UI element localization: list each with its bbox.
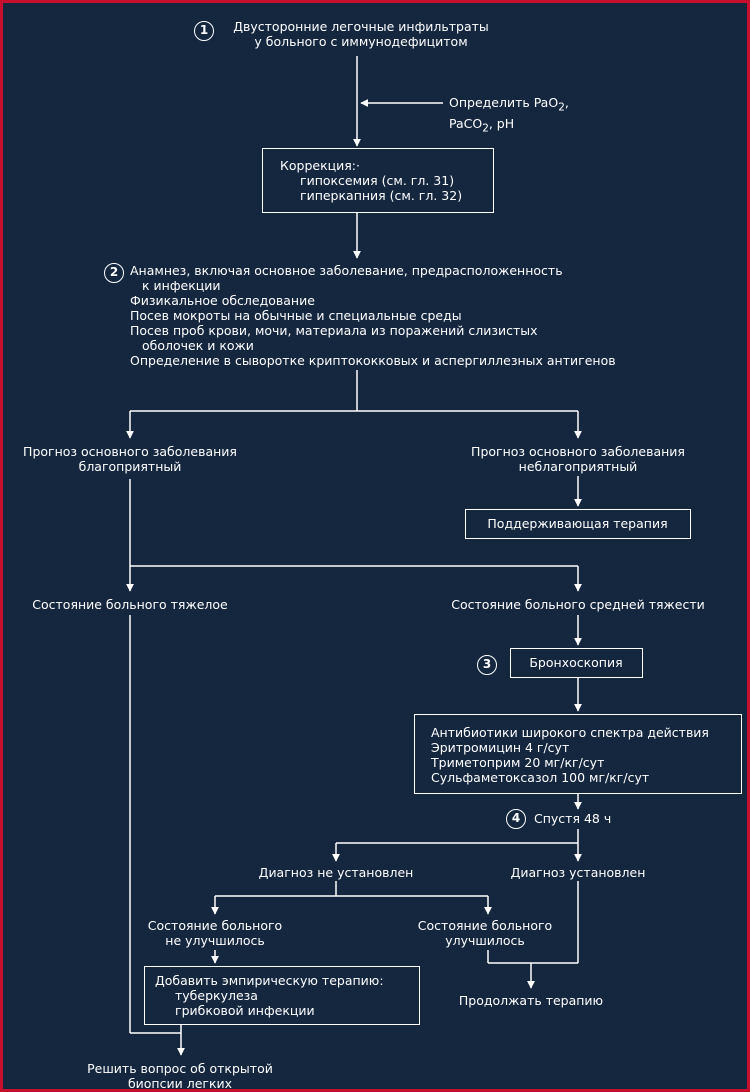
prognosis-favorable-line-2: благоприятный (78, 459, 182, 474)
blood-gas-ph: , pH (488, 115, 515, 131)
not-improved-line-2: не улучшилось (165, 933, 265, 948)
blood-gas-node: Определить PaO2, PaCO2, pH (449, 95, 569, 136)
start-line-1: Двусторонние легочные инфильтраты (233, 19, 489, 34)
workup-line-4: Посев мокроты на обычные и специальные с… (130, 308, 462, 323)
prognosis-favorable-line-1: Прогноз основного заболевания (23, 444, 237, 459)
prognosis-unfavorable-line-1: Прогноз основного заболевания (471, 444, 685, 459)
antibiotics-title: Антибиотики широкого спектра действия (431, 725, 709, 740)
blood-gas-line-2: PaCO2, pH (449, 116, 569, 137)
flowchart-connectors (126, 56, 582, 1056)
continue-therapy-node: Продолжать терапию (458, 993, 604, 1008)
start-node: Двусторонние легочные инфильтраты у боль… (216, 19, 506, 49)
after-48h-node: Спустя 48 ч (534, 811, 612, 826)
bronchoscopy-label: Бронхоскопия (529, 655, 623, 670)
prognosis-favorable-node: Прогноз основного заболевания благоприят… (3, 444, 257, 474)
step-2-badge: 2 (104, 263, 124, 283)
workup-line-6: оболочек и кожи (142, 338, 254, 353)
diagnosis-established-node: Диагноз установлен (510, 865, 646, 880)
flowchart-canvas: 1 Двусторонние легочные инфильтраты у бо… (3, 3, 747, 1089)
workup-line-7: Определение в сыворотке криптококковых и… (130, 353, 616, 368)
blood-gas-comma: , (564, 95, 569, 110)
step-4-badge: 4 (506, 809, 526, 829)
supportive-therapy-box: Поддерживающая терапия (465, 509, 691, 539)
diagnosis-not-established-node: Диагноз не установлен (258, 865, 414, 880)
antibiotics-sulfamethoxazole: Сульфаметоксазол 100 мг/кг/сут (431, 770, 650, 785)
prognosis-unfavorable-line-2: неблагоприятный (518, 459, 638, 474)
antibiotics-trimethoprim: Триметоприм 20 мг/кг/сут (431, 755, 605, 770)
empiric-therapy-tuberculosis: туберкулеза (175, 988, 258, 1003)
supportive-therapy-label: Поддерживающая терапия (487, 516, 668, 531)
bronchoscopy-box: Бронхоскопия (510, 648, 643, 678)
empiric-therapy-fungal: грибковой инфекции (175, 1003, 315, 1018)
severe-condition-node: Состояние больного тяжелое (32, 597, 228, 612)
workup-line-5: Посев проб крови, мочи, материала из пор… (130, 323, 538, 338)
workup-line-1: Анамнез, включая основное заболевание, п… (130, 263, 563, 278)
blood-gas-pao: Определить PaO (449, 95, 559, 110)
correction-box: Коррекция:· гипоксемия (см. гл. 31) гипе… (262, 148, 494, 213)
start-line-2: у больного с иммунодефицитом (254, 34, 468, 49)
not-improved-node: Состояние больного не улучшилось (135, 918, 295, 948)
correction-title: Коррекция:· (280, 158, 360, 173)
blood-gas-line-1: Определить PaO2, (449, 95, 569, 116)
improved-line-2: улучшилось (445, 933, 525, 948)
not-improved-line-1: Состояние больного (147, 918, 283, 933)
biopsy-line-2: биопсии легких (127, 1076, 233, 1089)
antibiotics-box: Антибиотики широкого спектра действия Эр… (414, 714, 742, 794)
correction-hypercapnia: гиперкапния (см. гл. 32) (300, 188, 463, 203)
prognosis-unfavorable-node: Прогноз основного заболевания неблагопри… (451, 444, 705, 474)
correction-hypoxemia: гипоксемия (см. гл. 31) (300, 173, 455, 188)
biopsy-line-1: Решить вопрос об открытой (87, 1061, 273, 1076)
moderate-condition-node: Состояние больного средней тяжести (451, 597, 705, 612)
blood-gas-sub-1: 2 (558, 101, 565, 114)
antibiotics-erythromycin: Эритромицин 4 г/сут (431, 740, 570, 755)
empiric-therapy-box: Добавить эмпирическую терапию: туберкуле… (144, 966, 420, 1025)
workup-line-3: Физикальное обследование (130, 293, 315, 308)
step-1-badge: 1 (194, 21, 214, 41)
biopsy-node: Решить вопрос об открытой биопсии легких (73, 1061, 287, 1089)
blood-gas-sub-2: 2 (482, 122, 489, 134)
improved-node: Состояние больного улучшилось (405, 918, 565, 948)
workup-line-2: к инфекции (142, 278, 221, 293)
step-3-badge: 3 (477, 655, 497, 675)
improved-line-1: Состояние больного (417, 918, 553, 933)
empiric-therapy-title: Добавить эмпирическую терапию: (155, 973, 384, 988)
workup-node: Анамнез, включая основное заболевание, п… (130, 263, 616, 368)
blood-gas-paco: PaCO (449, 115, 483, 131)
